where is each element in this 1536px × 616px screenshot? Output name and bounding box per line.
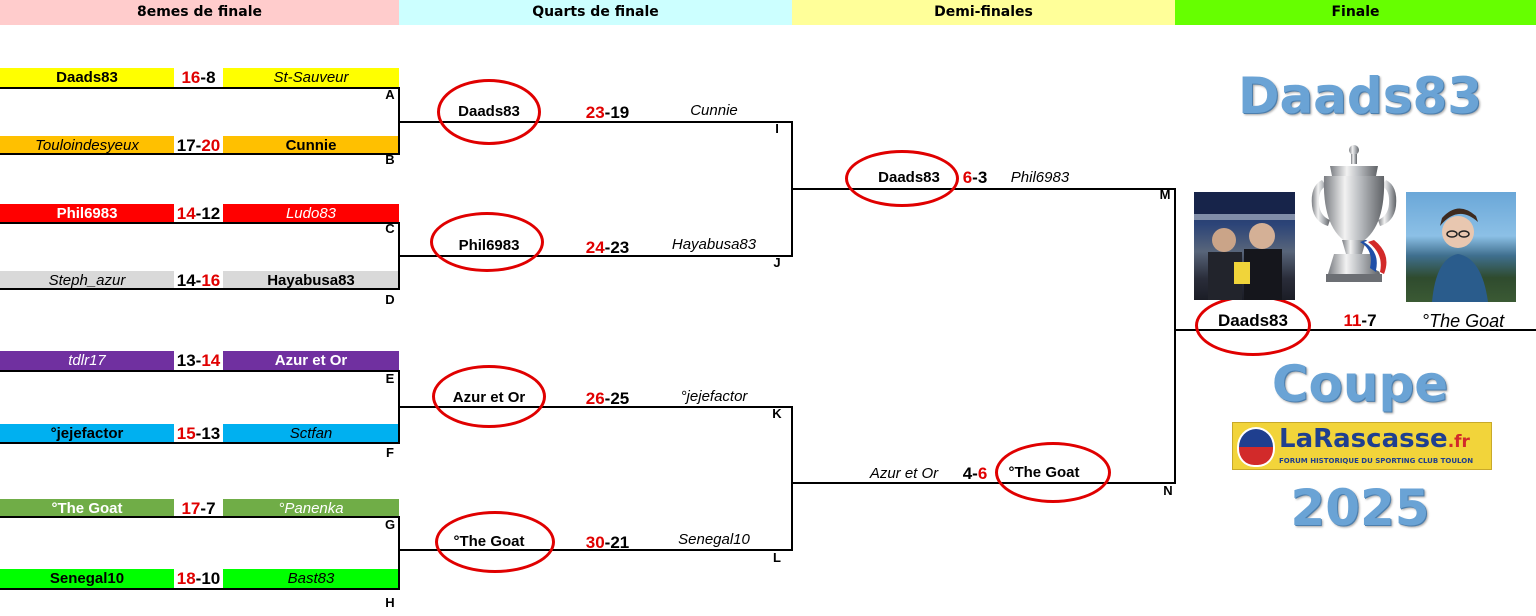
r16-player-left: °jejefactor bbox=[0, 424, 174, 443]
sf-loser: Phil6983 bbox=[1010, 169, 1070, 186]
winner-circle bbox=[845, 150, 959, 207]
r16-line bbox=[0, 153, 400, 155]
qf-line bbox=[399, 121, 792, 123]
runner-up-photo bbox=[1406, 192, 1516, 302]
final-line bbox=[1175, 329, 1536, 331]
header-r16: 8emes de finale bbox=[0, 0, 399, 25]
winner-circle bbox=[430, 212, 544, 272]
qf-score: 26-25 bbox=[585, 389, 630, 408]
qf-winner: Daads83 bbox=[458, 103, 520, 120]
bracket-letter: M bbox=[1159, 187, 1171, 202]
winner-circle bbox=[995, 442, 1111, 503]
r16-line bbox=[0, 516, 400, 518]
winner-photo bbox=[1194, 192, 1295, 300]
bracket-letter: C bbox=[385, 221, 395, 236]
r16-player-right: Ludo83 bbox=[223, 204, 399, 223]
r16-score: 15-13 bbox=[176, 424, 221, 443]
bracket-letter: H bbox=[385, 595, 395, 610]
qf-line bbox=[399, 406, 792, 408]
qf-winner: Azur et Or bbox=[452, 389, 526, 406]
r16-score: 13-14 bbox=[176, 351, 221, 370]
r16-player-right: Sctfan bbox=[223, 424, 399, 443]
r16-line bbox=[0, 370, 400, 372]
r16-player-right: Bast83 bbox=[223, 569, 399, 588]
header-final: Finale bbox=[1175, 0, 1536, 25]
r16-line bbox=[0, 442, 400, 444]
r16-player-right: Hayabusa83 bbox=[223, 271, 399, 290]
r16-score: 14-12 bbox=[176, 204, 221, 223]
r16-line bbox=[0, 588, 400, 590]
winner-circle bbox=[435, 511, 555, 573]
bracket-letter: J bbox=[773, 255, 781, 270]
final-score: 11-7 bbox=[1343, 311, 1377, 330]
header-sf: Demi-finales bbox=[792, 0, 1175, 25]
coupe-title: Coupe bbox=[1271, 355, 1449, 413]
sf-line bbox=[792, 482, 1175, 484]
sf-winner: °The Goat bbox=[1008, 464, 1080, 481]
bracket-letter: K bbox=[772, 406, 782, 421]
r16-player-left: Senegal10 bbox=[0, 569, 174, 588]
final-winner: Daads83 bbox=[1218, 311, 1288, 330]
qf-score: 23-19 bbox=[585, 103, 630, 122]
sf-loser: Azur et Or bbox=[869, 465, 939, 482]
qf-loser: Hayabusa83 bbox=[671, 236, 757, 253]
logo-wordmark: LaRascasse.fr bbox=[1279, 424, 1470, 454]
winner-circle bbox=[437, 79, 541, 145]
champion-title: Daads83 bbox=[1237, 67, 1483, 125]
r16-player-left: Touloindesyeux bbox=[0, 136, 174, 155]
bracket-letter: G bbox=[384, 517, 396, 532]
bracket-letter: I bbox=[775, 121, 779, 136]
bracket-letter: N bbox=[1163, 483, 1173, 498]
qf-line bbox=[399, 549, 792, 551]
bracket-letter: L bbox=[773, 550, 781, 565]
bracket-letter: D bbox=[385, 292, 395, 307]
r16-line bbox=[0, 288, 400, 290]
r16-line bbox=[0, 87, 400, 89]
bracket-connector bbox=[791, 406, 793, 551]
club-crest-icon bbox=[1237, 427, 1275, 467]
bracket-letter: F bbox=[386, 445, 394, 460]
winner-circle bbox=[432, 365, 546, 428]
bracket-letter: A bbox=[385, 87, 395, 102]
year-title: 2025 bbox=[1290, 479, 1430, 537]
r16-player-right: Cunnie bbox=[223, 136, 399, 155]
r16-player-left: Phil6983 bbox=[0, 204, 174, 223]
qf-winner: °The Goat bbox=[453, 533, 525, 550]
r16-line bbox=[0, 222, 400, 224]
r16-player-right: Azur et Or bbox=[223, 351, 399, 370]
larascasse-logo: LaRascasse.fr FORUM HISTORIQUE DU SPORTI… bbox=[1232, 422, 1492, 470]
r16-score: 17-20 bbox=[176, 136, 221, 155]
r16-player-right: °Panenka bbox=[223, 499, 399, 518]
sf-score: 4-6 bbox=[962, 464, 988, 483]
r16-player-left: tdlr17 bbox=[0, 351, 174, 370]
r16-player-right: St-Sauveur bbox=[223, 68, 399, 87]
r16-score: 17-7 bbox=[181, 499, 216, 518]
r16-score: 18-10 bbox=[176, 569, 221, 588]
bracket-connector bbox=[1174, 188, 1176, 484]
qf-loser: °jejefactor bbox=[680, 388, 748, 405]
qf-score: 24-23 bbox=[585, 238, 630, 257]
r16-score: 14-16 bbox=[176, 271, 221, 290]
r16-player-left: °The Goat bbox=[0, 499, 174, 518]
qf-loser: Cunnie bbox=[690, 102, 738, 119]
qf-winner: Phil6983 bbox=[458, 237, 520, 254]
r16-player-left: Daads83 bbox=[0, 68, 174, 87]
logo-subtitle: FORUM HISTORIQUE DU SPORTING CLUB TOULON bbox=[1279, 457, 1474, 465]
sf-winner: Daads83 bbox=[878, 169, 940, 186]
bracket-letter: E bbox=[385, 371, 395, 386]
header-qf: Quarts de finale bbox=[399, 0, 792, 25]
qf-loser: Senegal10 bbox=[678, 531, 750, 548]
r16-score: 16-8 bbox=[181, 68, 216, 87]
sf-score: 6-3 bbox=[962, 168, 988, 187]
r16-player-left: Steph_azur bbox=[0, 271, 174, 290]
trophy-icon bbox=[1302, 142, 1406, 292]
qf-score: 30-21 bbox=[585, 533, 630, 552]
bracket-connector bbox=[398, 516, 400, 590]
final-loser: °The Goat bbox=[1421, 311, 1505, 331]
bracket-letter: B bbox=[385, 152, 395, 167]
qf-line bbox=[399, 255, 792, 257]
sf-line bbox=[792, 188, 1175, 190]
